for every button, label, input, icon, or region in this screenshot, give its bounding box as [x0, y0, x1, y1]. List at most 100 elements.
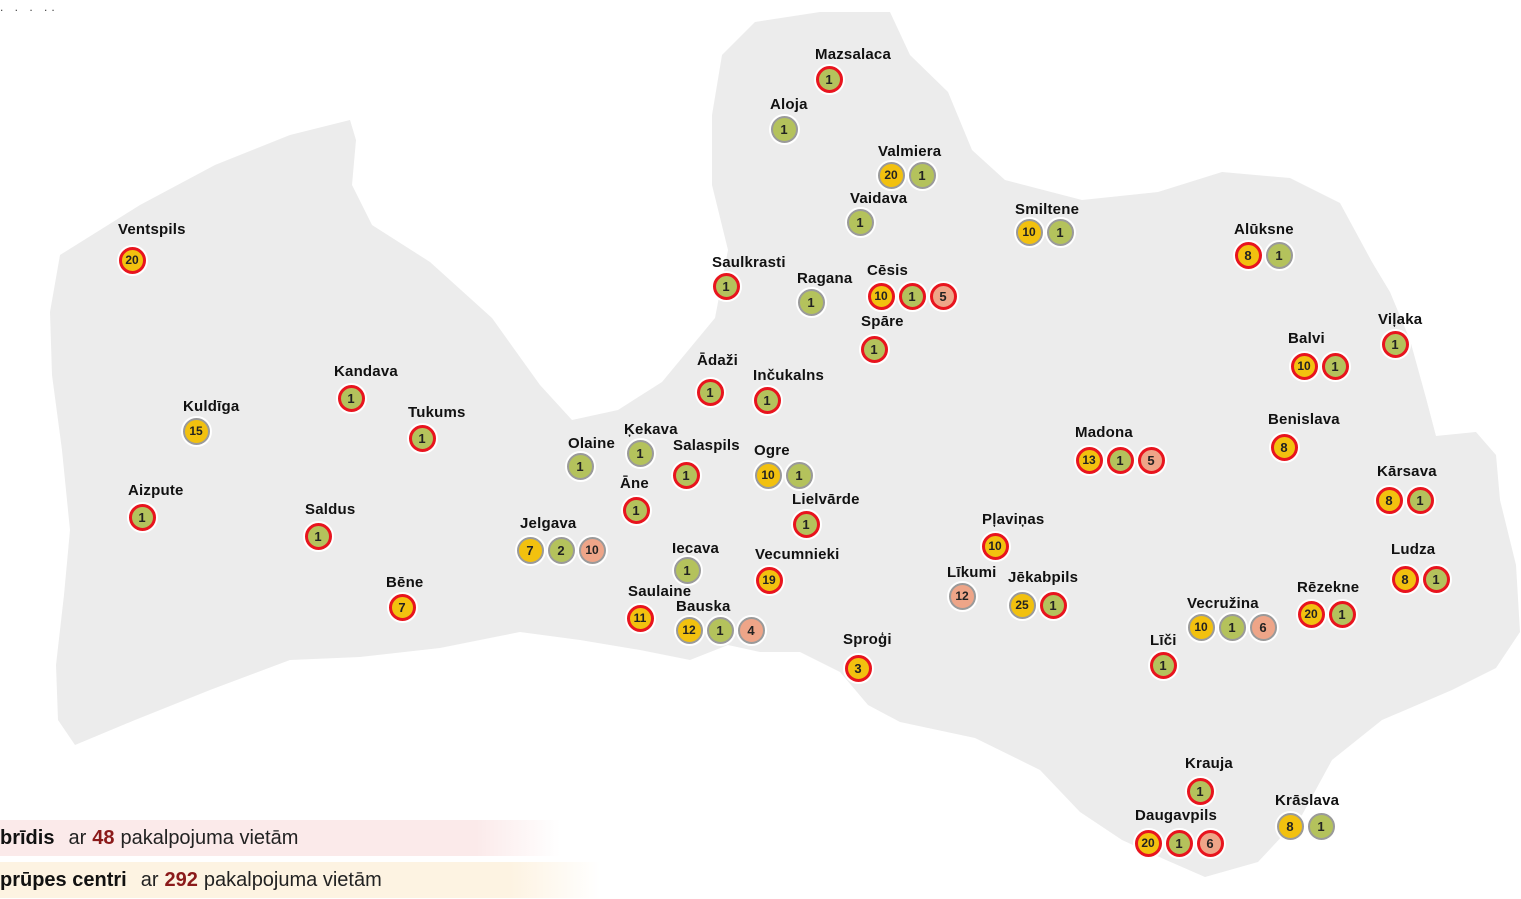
count-badge-saulkrasti-1: 1: [712, 272, 740, 300]
count-badge-salaspils-1: 1: [672, 461, 700, 489]
place-label-plavinas: Pļaviņas: [982, 511, 1045, 528]
place-label-aluksne: Alūksne: [1234, 221, 1294, 238]
place-label-bauska: Bauska: [676, 598, 731, 615]
count-badge-vecruzina-1: 10: [1187, 613, 1215, 641]
count-badge-lici-1: 1: [1149, 651, 1177, 679]
count-badge-balvi-1: 10: [1290, 352, 1318, 380]
place-label-vecruzina: Vecružina: [1187, 595, 1259, 612]
count-badge-valmiera-1: 20: [877, 161, 905, 189]
place-label-lielvarde: Lielvārde: [792, 491, 860, 508]
place-label-rezekne: Rēzekne: [1297, 579, 1360, 596]
place-label-salaspils: Salaspils: [673, 437, 740, 454]
count-badge-spare-1: 1: [860, 335, 888, 363]
place-label-jekabpils: Jēkabpils: [1008, 569, 1079, 586]
legend-row-1-pre: ar: [68, 826, 87, 849]
count-badge-jelgava-3: 10: [578, 536, 606, 564]
count-badge-mazsalaca-1: 1: [815, 65, 843, 93]
place-label-ane: Āne: [620, 475, 649, 492]
place-label-ogre: Ogre: [754, 442, 790, 459]
place-label-incukalns: Inčukalns: [753, 367, 824, 384]
count-badge-aizpute-1: 1: [128, 503, 156, 531]
place-label-ventspils: Ventspils: [118, 221, 186, 238]
count-badge-kraslava-2: 1: [1307, 812, 1335, 840]
place-label-vaidava: Vaidava: [850, 190, 908, 207]
count-badge-olaine-1: 1: [566, 452, 594, 480]
place-label-balvi: Balvi: [1288, 330, 1325, 347]
count-badge-sprogi-1: 3: [844, 654, 872, 682]
count-badge-madona-2: 1: [1106, 446, 1134, 474]
count-badge-rezekne-1: 20: [1297, 600, 1325, 628]
count-badge-ogre-1: 10: [754, 461, 782, 489]
place-label-iecava: Iecava: [672, 540, 720, 557]
count-badge-smiltene-2: 1: [1046, 218, 1074, 246]
legend-row-1-post: pakalpojuma vietām: [120, 826, 299, 849]
place-label-tukums: Tukums: [408, 404, 466, 421]
place-label-cesis: Cēsis: [867, 262, 909, 279]
count-badge-kraslava-1: 8: [1276, 812, 1304, 840]
place-label-daugavpils: Daugavpils: [1135, 807, 1218, 824]
count-badge-incukalns-1: 1: [753, 386, 781, 414]
place-label-madona: Madona: [1075, 424, 1133, 441]
count-badge-daugavpils-1: 20: [1134, 829, 1162, 857]
place-label-sprogi: Sproģi: [843, 631, 892, 648]
count-badge-tukums-1: 1: [408, 424, 436, 452]
count-badge-kuldiga-1: 15: [182, 417, 210, 445]
count-badge-rezekne-2: 1: [1328, 600, 1356, 628]
place-label-saulaine: Saulaine: [628, 583, 692, 600]
place-label-kraslava: Krāslava: [1275, 792, 1340, 809]
count-badge-cesis-2: 1: [898, 282, 926, 310]
place-label-vilaka: Viļaka: [1378, 311, 1423, 328]
count-badge-ventspils-1: 20: [118, 246, 146, 274]
place-label-smiltene: Smiltene: [1015, 201, 1080, 218]
count-badge-jelgava-2: 2: [547, 536, 575, 564]
count-badge-vecumnieki-1: 19: [755, 566, 783, 594]
place-label-valmiera: Valmiera: [878, 143, 942, 160]
count-badge-vecruzina-2: 1: [1218, 613, 1246, 641]
count-badge-daugavpils-2: 1: [1165, 829, 1193, 857]
count-badge-plavinas-1: 10: [981, 532, 1009, 560]
count-badge-valmiera-2: 1: [908, 161, 936, 189]
count-badge-balvi-2: 1: [1321, 352, 1349, 380]
count-badge-aluksne-1: 8: [1234, 241, 1262, 269]
place-label-adazi: Ādaži: [697, 352, 739, 369]
place-label-ludza: Ludza: [1391, 541, 1436, 558]
count-badge-cesis-3: 5: [929, 282, 957, 310]
count-badge-vilaka-1: 1: [1381, 330, 1409, 358]
count-badge-jekabpils-1: 25: [1008, 591, 1036, 619]
count-badge-daugavpils-3: 6: [1196, 829, 1224, 857]
count-badge-karsava-1: 8: [1375, 486, 1403, 514]
count-badge-saulaine-1: 11: [626, 604, 654, 632]
count-badge-benislava-1: 8: [1270, 433, 1298, 461]
count-badge-iecava-1: 1: [673, 556, 701, 584]
place-label-aloja: Aloja: [770, 96, 808, 113]
top-marks: . . . ..: [0, 0, 59, 14]
count-badge-likumi-1: 12: [948, 582, 976, 610]
count-badge-bauska-3: 4: [737, 616, 765, 644]
count-badge-saldus-1: 1: [304, 522, 332, 550]
place-label-karsava: Kārsava: [1377, 463, 1437, 480]
legend-row-2-count: 292: [164, 868, 198, 891]
place-label-olaine: Olaine: [568, 435, 616, 452]
place-label-vecumnieki: Vecumnieki: [755, 546, 840, 563]
place-label-kekava: Ķekava: [624, 421, 678, 438]
count-badge-madona-3: 5: [1137, 446, 1165, 474]
count-badge-ludza-1: 8: [1391, 565, 1419, 593]
count-badge-bauska-2: 1: [706, 616, 734, 644]
place-label-spare: Spāre: [861, 313, 904, 330]
count-badge-bauska-1: 12: [675, 616, 703, 644]
place-label-kuldiga: Kuldīga: [183, 398, 240, 415]
legend-row-2-pre: ar: [140, 868, 159, 891]
count-badge-karsava-2: 1: [1406, 486, 1434, 514]
count-badge-kekava-1: 1: [626, 439, 654, 467]
place-label-benislava: Benislava: [1268, 411, 1340, 428]
legend-row-1-count: 48: [92, 826, 115, 849]
count-badge-ludza-2: 1: [1422, 565, 1450, 593]
legend-row-2: prūpes centri ar 292 pakalpojuma vietām: [0, 862, 600, 898]
count-badge-ragana-1: 1: [797, 288, 825, 316]
legend-row-1-label: brīdis: [0, 826, 55, 849]
place-label-lici: Līči: [1150, 632, 1177, 649]
place-label-saldus: Saldus: [305, 501, 356, 518]
count-badge-ane-1: 1: [622, 496, 650, 524]
place-label-kandava: Kandava: [334, 363, 398, 380]
place-label-bene: Bēne: [386, 574, 424, 591]
